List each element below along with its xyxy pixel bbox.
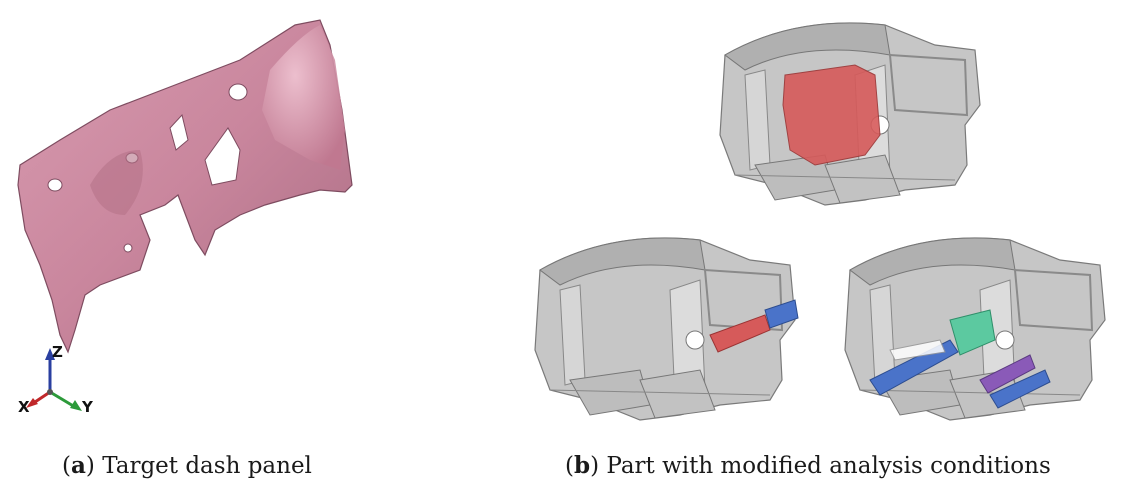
caption-b-letter: b: [573, 452, 591, 479]
dash-panel-illustration: Z X Y: [17, 19, 353, 416]
caption-a-text: Target dash panel: [102, 453, 312, 479]
caption-b-text: Part with modified analysis conditions: [606, 453, 1051, 479]
triad-y-label: Y: [81, 398, 94, 416]
triad-z-label: Z: [52, 343, 63, 361]
dash-panel-hole-slot: [169, 113, 189, 151]
caption-a-letter: a: [70, 452, 86, 479]
body-views-illustration: [534, 22, 1106, 421]
body-view-red-blue-members: [534, 237, 799, 421]
dash-panel-hole: [123, 243, 133, 253]
dash-panel-hole: [228, 83, 248, 101]
body-view-multicolor-members: [844, 237, 1106, 421]
dash-panel-dome: [262, 25, 345, 170]
coordinate-triad: Z X Y: [18, 343, 94, 416]
triad-x-label: X: [18, 398, 30, 416]
dash-panel-hole: [47, 178, 63, 192]
caption-b: (b) Part with modified analysis conditio…: [565, 452, 1051, 479]
panel-a-dash-panel-image: Z X Y: [0, 0, 430, 430]
caption-a: (a) Target dash panel: [62, 452, 312, 479]
dash-panel-recess: [90, 150, 143, 215]
body-view-dash-panel-highlight: [719, 22, 981, 206]
panel-b-body-views: [500, 0, 1128, 430]
dash-panel-hole-large: [204, 127, 241, 186]
